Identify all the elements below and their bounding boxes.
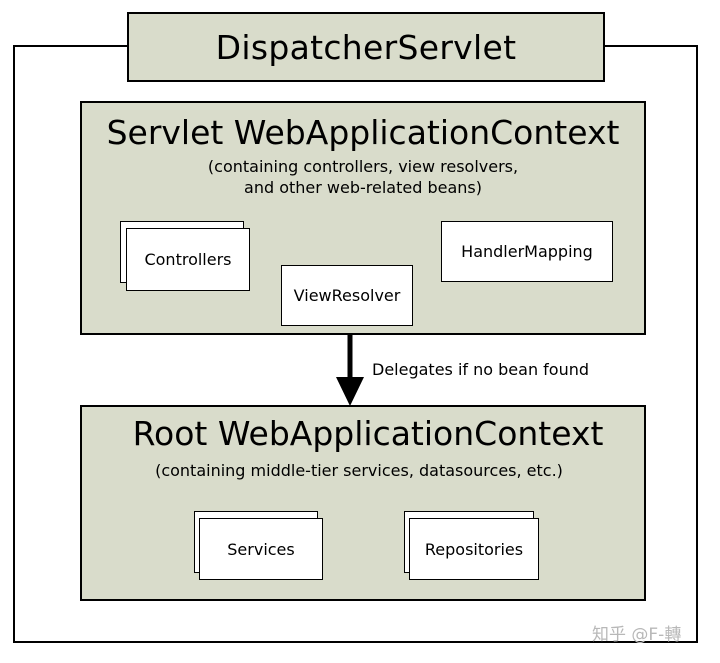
handler-mapping-box: HandlerMapping [441,221,613,282]
root-webapplicationcontext-box: Root WebApplicationContext (containing m… [80,405,646,601]
servlet-context-subtitle-line1: (containing controllers, view resolvers, [207,157,519,176]
delegation-arrow-head [336,377,364,406]
root-context-title: Root WebApplicationContext [132,414,604,453]
delegation-label: Delegates if no bean found [372,360,590,379]
root-context-subtitle: (containing middle-tier services, dataso… [155,461,563,480]
repositories-box: Repositories [409,518,539,580]
controllers-label: Controllers [144,250,232,269]
delegation-arrow [336,335,364,406]
servlet-context-subtitle-line2: and other web-related beans) [244,178,482,197]
watermark: 知乎 @F-轉 [592,625,682,645]
repositories-label: Repositories [424,539,524,559]
servlet-context-title: Servlet WebApplicationContext [106,113,620,152]
services-box: Services [199,518,323,580]
view-resolver-box: ViewResolver [281,265,413,326]
view-resolver-label: ViewResolver [293,286,401,305]
dispatcher-servlet-box: DispatcherServlet [127,12,605,82]
dispatcher-servlet-title: DispatcherServlet [215,27,517,67]
servlet-context-subtitle: (containing controllers, view resolvers,… [82,156,644,198]
services-label: Services [227,539,295,559]
controllers-box: Controllers [126,228,250,291]
handler-mapping-label: HandlerMapping [461,242,593,261]
servlet-webapplicationcontext-box: Servlet WebApplicationContext (containin… [80,101,646,335]
